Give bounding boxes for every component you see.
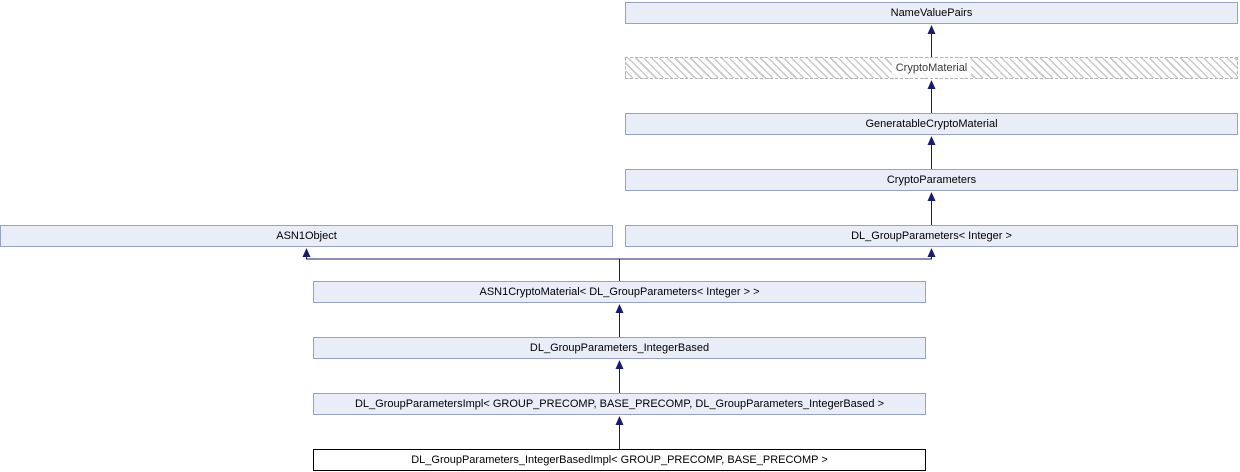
node-dl-groupparameters-integerbasedimpl: DL_GroupParameters_IntegerBasedImpl< GRO… <box>313 449 926 471</box>
class-name: GeneratableCryptoMaterial <box>865 118 998 130</box>
node-dl-groupparametersimpl[interactable]: DL_GroupParametersImpl< GROUP_PRECOMP, B… <box>313 393 926 415</box>
node-dl-groupparameters-integer[interactable]: DL_GroupParameters< Integer > <box>625 225 1238 247</box>
class-name: ASN1Object <box>276 230 337 242</box>
edge-asn1cryptomaterial-to-asn1object <box>302 248 620 281</box>
node-cryptoparameters[interactable]: CryptoParameters <box>625 169 1238 191</box>
node-cryptomaterial[interactable]: CryptoMaterial <box>625 57 1238 79</box>
node-asn1cryptomaterial[interactable]: ASN1CryptoMaterial< DL_GroupParameters< … <box>313 281 926 303</box>
class-name: NameValuePairs <box>890 7 973 19</box>
class-name: CryptoParameters <box>886 174 977 186</box>
node-namevaluepairs[interactable]: NameValuePairs <box>625 2 1238 24</box>
node-dl-groupparameters-integerbased[interactable]: DL_GroupParameters_IntegerBased <box>313 337 926 359</box>
class-name: CryptoMaterial <box>891 58 972 78</box>
class-name: DL_GroupParameters_IntegerBased <box>529 342 710 354</box>
node-asn1object[interactable]: ASN1Object <box>0 225 613 247</box>
class-name: DL_GroupParameters_IntegerBasedImpl< GRO… <box>411 454 828 466</box>
class-name: DL_GroupParametersImpl< GROUP_PRECOMP, B… <box>354 398 885 410</box>
class-name: DL_GroupParameters< Integer > <box>851 230 1012 242</box>
edge-asn1cryptomaterial-to-dlgroupparameters <box>619 248 936 260</box>
class-name: ASN1CryptoMaterial< DL_GroupParameters< … <box>479 286 760 298</box>
node-generatablecryptomaterial[interactable]: GeneratableCryptoMaterial <box>625 113 1238 135</box>
